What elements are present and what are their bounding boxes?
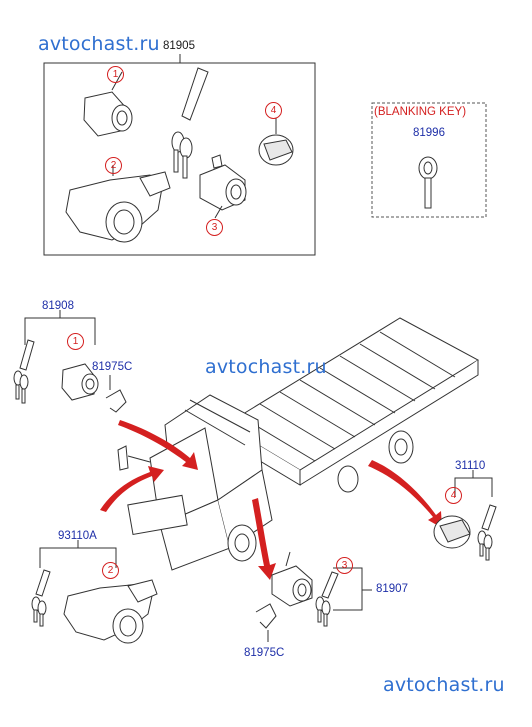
watermark-bottom-right: avtochast.ru bbox=[383, 674, 505, 696]
callout-4-right: 4 bbox=[445, 487, 462, 504]
key-set-icon bbox=[171, 67, 209, 179]
fuel-cap-icon bbox=[258, 118, 294, 166]
callout-2-top: 2 bbox=[105, 157, 122, 174]
callout-4-top: 4 bbox=[265, 102, 282, 119]
right-key-set-icon bbox=[477, 504, 497, 561]
blanking-key-frame bbox=[371, 102, 487, 218]
lock-clip-icon bbox=[105, 375, 127, 413]
tailgate-key-set-icon bbox=[315, 571, 339, 627]
part-number-81975c-top: 81975C bbox=[92, 361, 133, 373]
part-number-81907: 81907 bbox=[376, 583, 408, 595]
part-number-81905: 81905 bbox=[163, 40, 195, 52]
left-key-set-icon bbox=[13, 339, 35, 404]
part-number-81996: 81996 bbox=[413, 127, 445, 139]
watermark-center: avtochast.ru bbox=[205, 356, 327, 378]
part-number-81975c-bottom: 81975C bbox=[244, 647, 285, 659]
bottom-ignition-lock-icon bbox=[63, 579, 158, 644]
left-door-cylinder-icon bbox=[61, 363, 99, 401]
callout-2-left: 2 bbox=[102, 562, 119, 579]
watermark-top-left: avtochast.ru bbox=[38, 33, 160, 55]
bottom-key-set-icon bbox=[31, 569, 51, 627]
tailgate-lock-cylinder-icon bbox=[271, 551, 313, 607]
trunk-lock-cylinder-icon bbox=[199, 154, 247, 219]
callout-1-left: 1 bbox=[67, 333, 84, 350]
blanking-key-label: (BLANKING KEY) bbox=[374, 106, 467, 118]
right-fuel-cap-icon bbox=[433, 515, 471, 549]
door-lock-cylinder-icon bbox=[83, 71, 133, 137]
blanking-key-icon bbox=[418, 156, 438, 209]
callout-3-top: 3 bbox=[206, 219, 223, 236]
bottom-lock-clip-icon bbox=[255, 603, 277, 642]
callout-1-top: 1 bbox=[107, 66, 124, 83]
truck-illustration bbox=[117, 317, 479, 571]
ignition-lock-icon bbox=[65, 165, 171, 243]
callout-arrows bbox=[100, 420, 442, 580]
callout-3-bottom: 3 bbox=[336, 557, 353, 574]
part-number-93110a: 93110A bbox=[58, 530, 97, 542]
part-number-31110: 31110 bbox=[455, 460, 486, 472]
part-number-81908: 81908 bbox=[42, 300, 74, 312]
